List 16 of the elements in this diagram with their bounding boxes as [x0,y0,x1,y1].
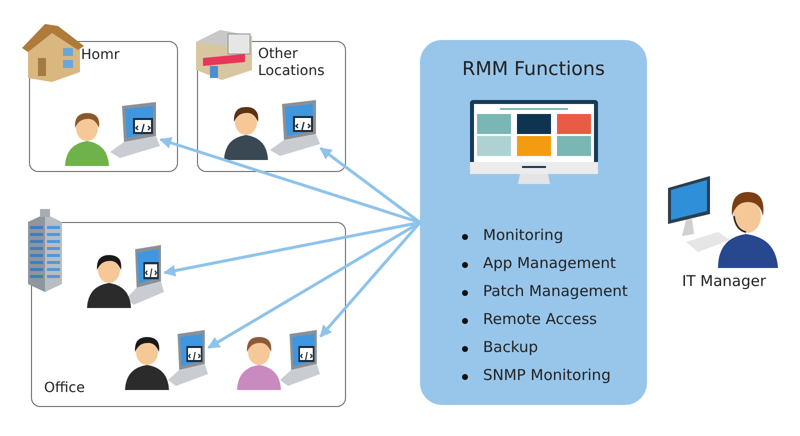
panel-title: RMM Functions [461,58,606,80]
arrow [319,222,422,338]
function-item: Backup [483,338,538,356]
location-label: Homr [81,47,120,64]
role-label: IT Manager [680,272,768,290]
function-item: Remote Access [483,310,597,328]
functions-panel [420,40,647,405]
location-box [29,41,178,172]
location-label: Other Locations [258,46,326,80]
location-label: Office [44,380,85,397]
function-item: Patch Management [483,282,628,300]
location-box [31,222,346,407]
function-item: App Management [483,254,616,272]
arrow [320,146,421,224]
function-item: SNMP Monitoring [483,366,611,384]
function-item: Monitoring [483,226,564,244]
